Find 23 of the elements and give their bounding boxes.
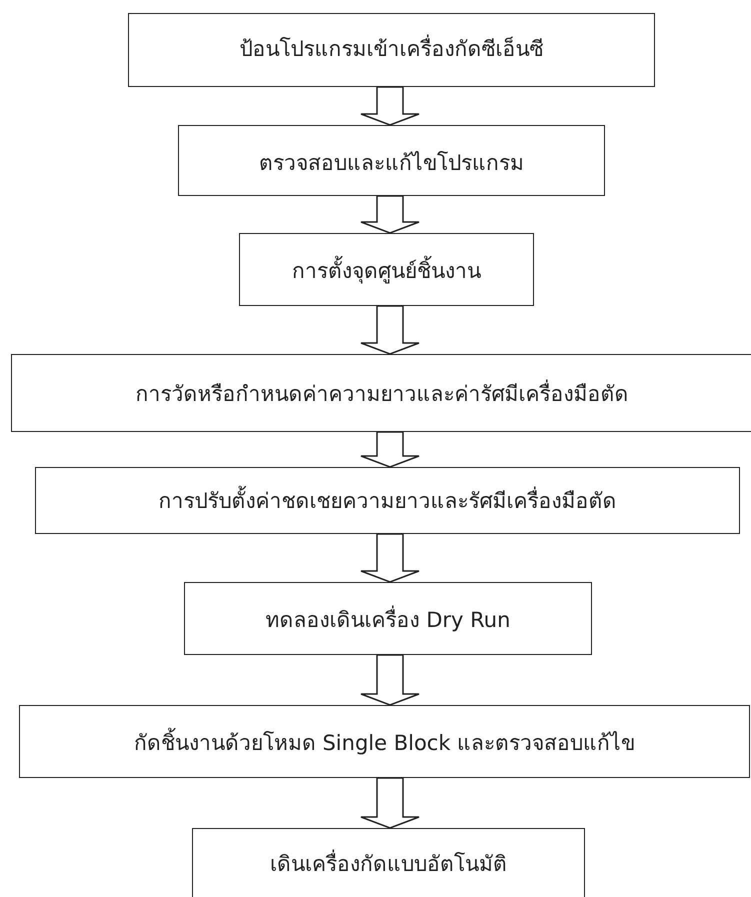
block-arrow — [360, 533, 420, 583]
block-arrow — [360, 431, 420, 468]
block-arrow — [360, 654, 420, 706]
block-arrow — [360, 195, 420, 234]
step-text: การตั้งจุดศูนย์ชิ้นงาน — [292, 254, 481, 287]
step-text: กัดชิ้นงานด้วยโหมด Single Block และตรวจสอบแก้ไข — [134, 726, 636, 759]
process-box — [192, 828, 585, 897]
process-box — [19, 705, 750, 778]
step-text: การวัดหรือกำหนดค่าความยาวและค่ารัศมีเครื่องมือตัด — [136, 377, 628, 410]
process-box — [11, 354, 751, 432]
step-text: ทดลองเดินเครื่อง Dry Run — [266, 603, 510, 636]
block-arrow — [360, 305, 420, 355]
step-text: เดินเครื่องกัดแบบอัตโนมัติ — [270, 847, 507, 880]
process-box — [128, 13, 655, 87]
process-box — [35, 467, 740, 534]
process-box — [184, 582, 592, 655]
process-box — [239, 233, 534, 306]
process-box — [178, 125, 605, 196]
step-text: ตรวจสอบและแก้ไขโปรแกรม — [259, 150, 524, 177]
step-text: ป้อนโปรแกรมเข้าเครื่องกัดซีเอ็นซี — [240, 32, 544, 65]
block-arrow — [360, 86, 420, 126]
block-arrow — [360, 777, 420, 829]
step-text: การปรับตั้งค่าชดเชยความยาวและรัศมีเครื่องมือตัด — [158, 484, 616, 517]
